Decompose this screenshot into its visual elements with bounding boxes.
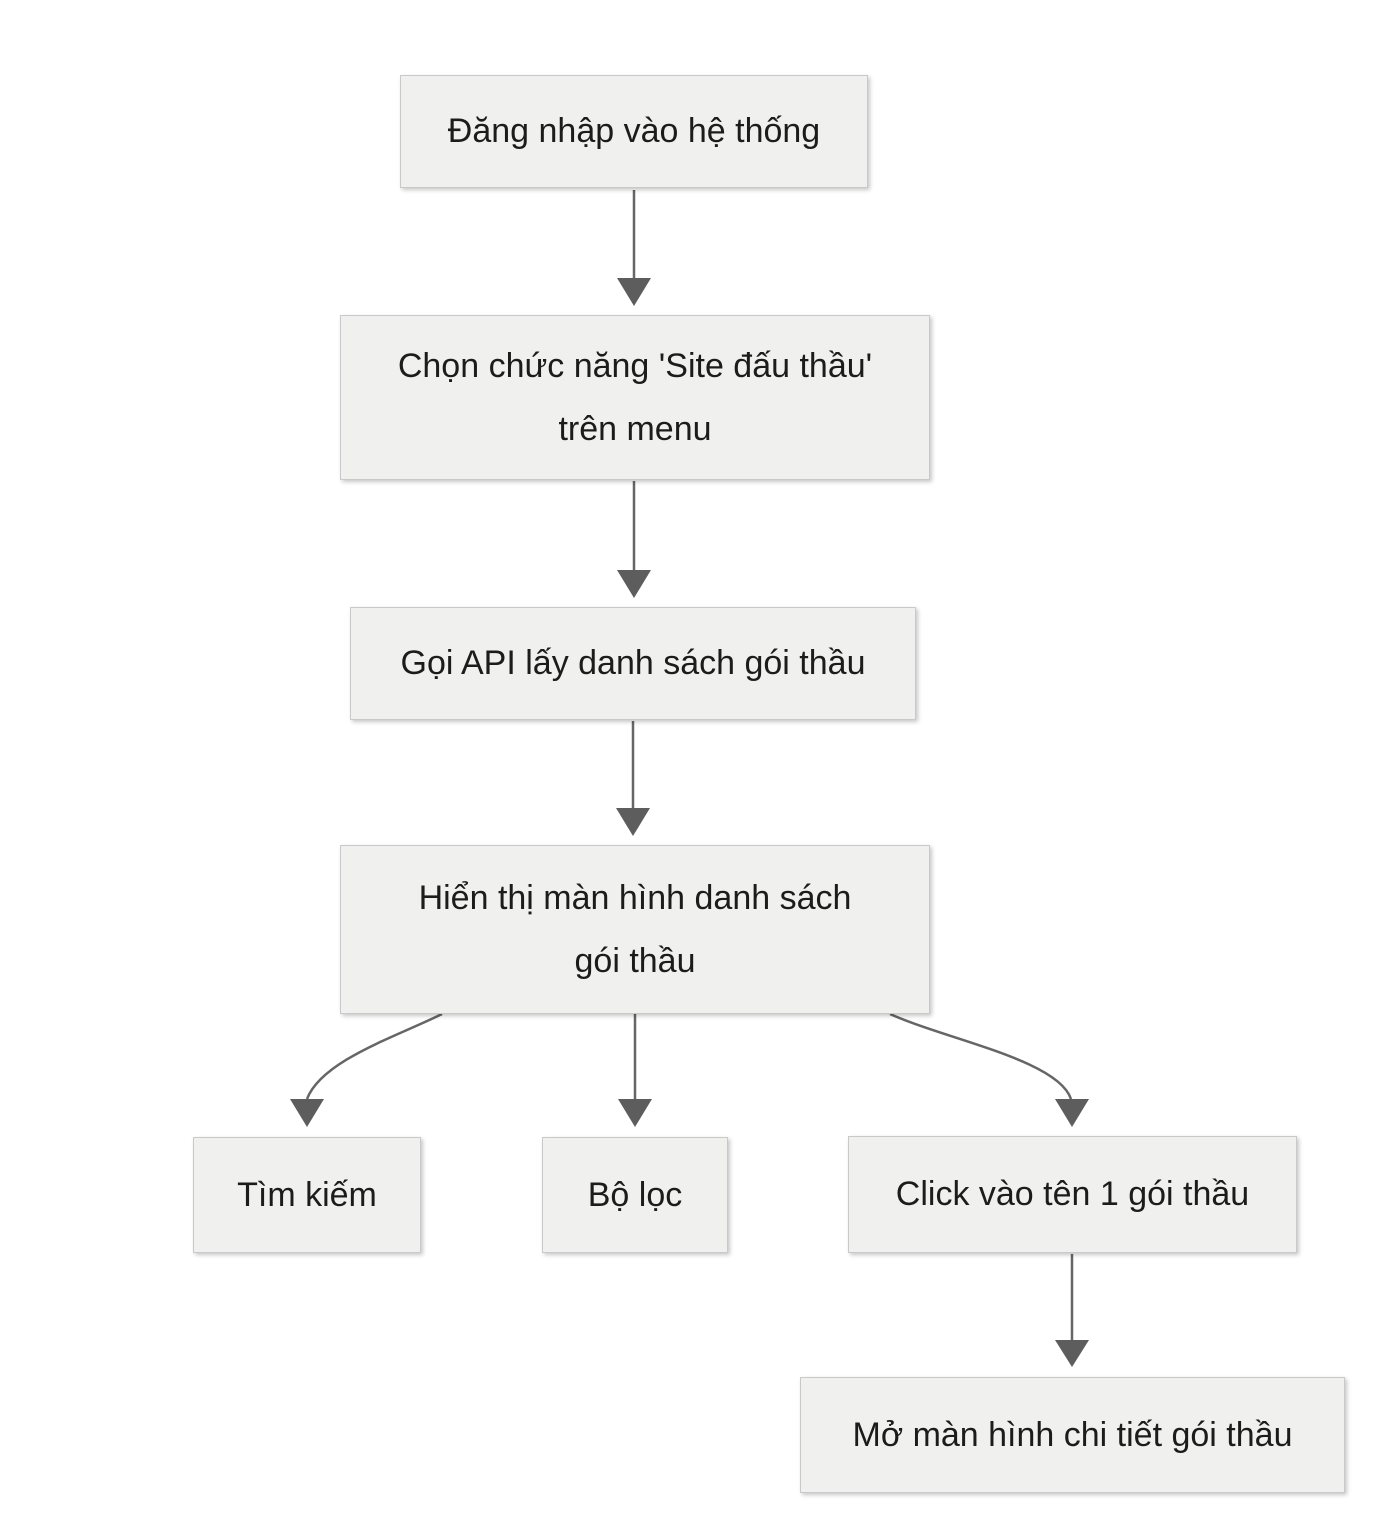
flowchart-node-select-menu: Chọn chức năng 'Site đấu thầu' trên menu [340, 315, 930, 480]
node-label: Mở màn hình chi tiết gói thầu [852, 1415, 1293, 1454]
edge-display-list-to-filter [618, 1014, 652, 1127]
flowchart-node-call-api: Gọi API lấy danh sách gói thầu [350, 607, 916, 720]
flowchart-node-click-package: Click vào tên 1 gói thầu [848, 1136, 1297, 1253]
node-label: Hiển thị màn hình danh sách gói thầu [418, 878, 852, 980]
node-label: Gọi API lấy danh sách gói thầu [400, 644, 866, 683]
edge-login-to-select-menu [617, 190, 651, 306]
arrow-down-head-icon [290, 1099, 324, 1127]
node-label: Bộ lọc [587, 1175, 683, 1214]
arrow-down-head-icon [618, 1099, 652, 1127]
flowchart-node-filter: Bộ lọc [542, 1137, 728, 1253]
arrow-down-head-icon [1055, 1099, 1089, 1127]
node-label: Đăng nhập vào hệ thống [447, 112, 821, 151]
flowchart-node-display-list: Hiển thị màn hình danh sách gói thầu [340, 845, 930, 1014]
flowchart-node-login: Đăng nhập vào hệ thống [400, 75, 868, 188]
arrow-down-head-icon [616, 808, 650, 836]
flowchart-node-search: Tìm kiếm [193, 1137, 421, 1253]
node-label: Chọn chức năng 'Site đấu thầu' trên menu [397, 346, 873, 448]
edge-click-package-to-open-detail [1055, 1254, 1089, 1367]
edge-display-list-to-click-package [889, 1012, 1089, 1127]
edge-select-menu-to-call-api [617, 481, 651, 598]
arrow-down-head-icon [617, 278, 651, 306]
arrow-down-head-icon [1055, 1340, 1089, 1367]
edge-call-api-to-display-list [616, 721, 650, 836]
node-label: Tìm kiếm [237, 1175, 377, 1214]
arrow-down-head-icon [617, 570, 651, 598]
flowchart-node-open-detail: Mở màn hình chi tiết gói thầu [800, 1377, 1345, 1493]
node-label: Click vào tên 1 gói thầu [895, 1175, 1250, 1214]
edge-display-list-to-search [290, 1012, 443, 1127]
